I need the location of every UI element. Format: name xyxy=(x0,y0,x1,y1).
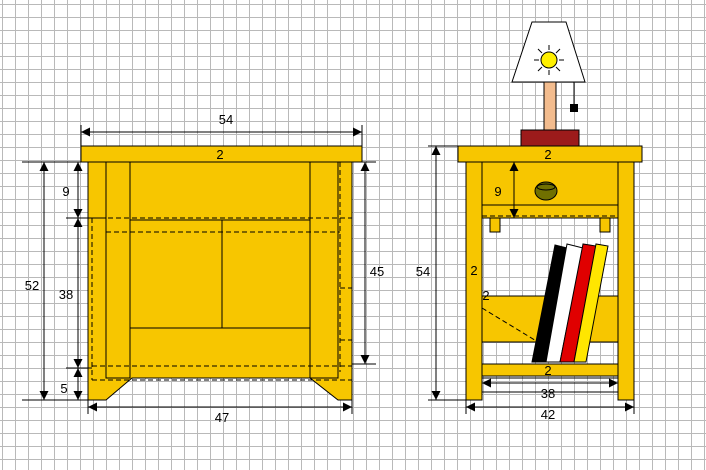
label-overall-width: 42 xyxy=(541,407,555,422)
lamp-switch xyxy=(570,104,578,112)
label-side-height: 45 xyxy=(370,264,384,279)
book-yellow xyxy=(573,243,609,363)
front-carcass xyxy=(87,161,353,401)
label-base-height: 5 xyxy=(60,381,67,396)
drawer-runner-right xyxy=(599,217,611,233)
side-view: 2 2 2 2 9 54 38 42 xyxy=(416,21,643,422)
front-view: 54 2 52 9 38 5 45 47 xyxy=(22,112,384,425)
label-bottom-width: 47 xyxy=(215,410,229,425)
drawer-knob-icon xyxy=(534,181,558,201)
books-icon xyxy=(531,243,609,363)
label-leg-height: 52 xyxy=(25,278,39,293)
lamp-post xyxy=(543,81,557,131)
label-drawer-height: 9 xyxy=(494,184,501,199)
label-leg-thickness: 2 xyxy=(470,263,477,278)
label-top-width: 54 xyxy=(219,112,233,127)
front-hidden-lines xyxy=(91,162,352,381)
side-shelf xyxy=(481,363,619,377)
drawer-runner-left xyxy=(489,217,501,233)
label-door-height: 38 xyxy=(59,287,73,302)
side-leg-left xyxy=(465,161,483,401)
side-leg-right xyxy=(617,161,635,401)
label-total-height: 54 xyxy=(416,264,430,279)
table-lamp-icon xyxy=(511,21,586,147)
label-rail-thickness: 2 xyxy=(482,288,489,303)
label-apron-height: 9 xyxy=(62,184,69,199)
sun-icon xyxy=(534,45,564,75)
label-inner-width: 38 xyxy=(541,386,555,401)
label-shelf-thickness: 2 xyxy=(544,363,551,378)
label-front-top-thickness: 2 xyxy=(216,147,223,162)
lamp-base xyxy=(520,129,580,147)
label-side-top-thickness: 2 xyxy=(544,147,551,162)
